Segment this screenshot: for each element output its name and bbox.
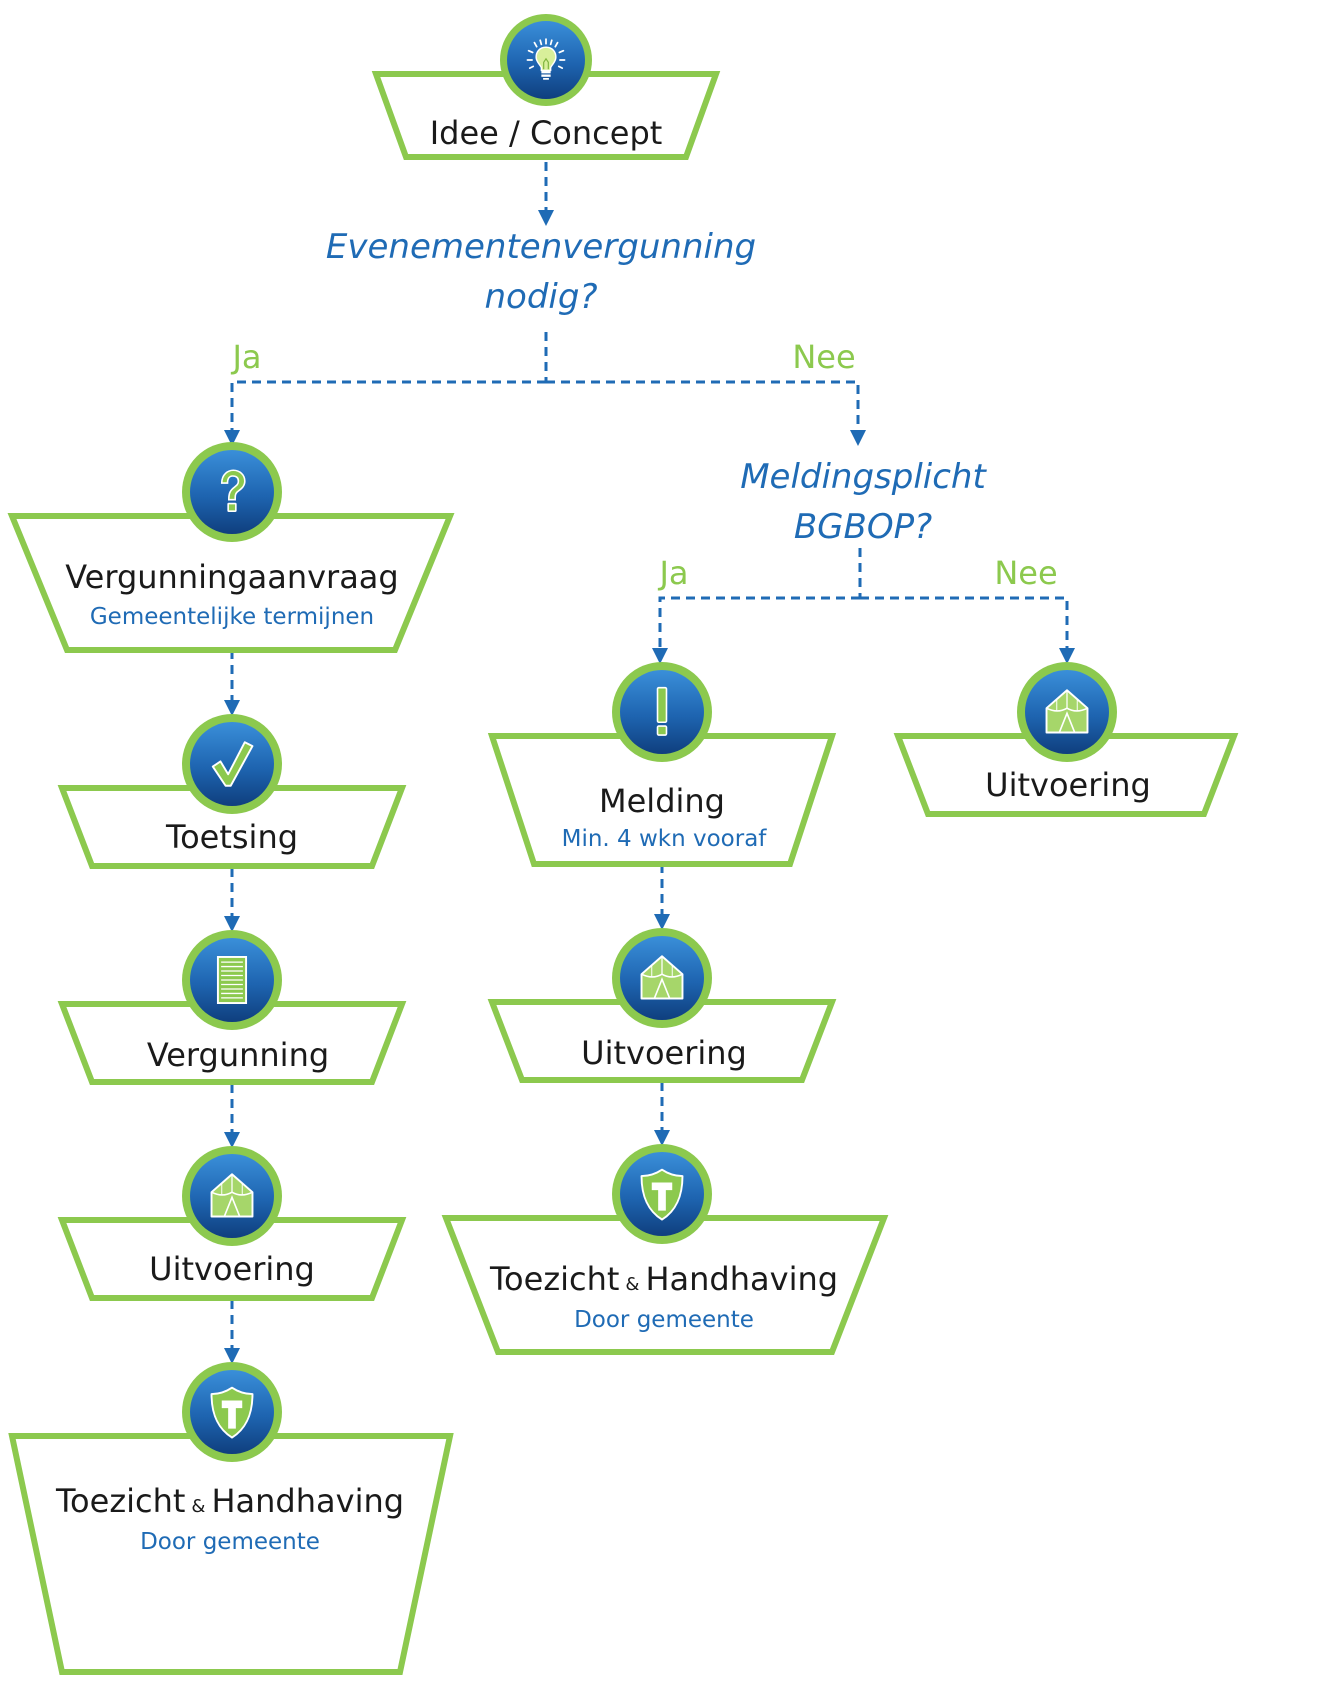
node-title-part: Toezicht (55, 1482, 185, 1520)
node-title: Toetsing (165, 818, 298, 856)
branch-label-no: Nee (792, 338, 855, 376)
document-icon (216, 956, 248, 1004)
node-title: Idee / Concept (430, 114, 663, 152)
branch-label-no: Nee (994, 554, 1057, 592)
node-subtitle: Gemeentelijke termijnen (90, 604, 374, 630)
node-toetsing: Toetsing (57, 714, 407, 869)
node-frame (487, 733, 837, 867)
node-subtitle: Door gemeente (140, 1529, 320, 1555)
node-toezicht-handhaving-left: Toezicht&Handhaving Door gemeente (8, 1362, 454, 1675)
node-title-amp: & (191, 1496, 205, 1517)
node-title: Uitvoering (581, 1034, 747, 1072)
node-title: Toezicht&Handhaving (489, 1260, 838, 1298)
node-frame (57, 1217, 407, 1301)
node-title: Melding (599, 782, 725, 820)
node-frame (57, 785, 407, 869)
node-frame (893, 733, 1239, 817)
node-frame (8, 1433, 454, 1675)
arrowhead (850, 430, 866, 446)
question-line: BGBOP? (794, 507, 932, 547)
node-title-part: Handhaving (645, 1260, 838, 1298)
branch-label-yes: Ja (657, 554, 688, 592)
arrowhead (538, 210, 554, 226)
question-line: Evenementenvergunning (326, 227, 756, 267)
branch-label-yes: Ja (230, 338, 261, 376)
arrowhead (652, 648, 668, 664)
node-uitvoering-middle: Uitvoering (487, 928, 837, 1083)
node-title: Vergunningaanvraag (65, 558, 398, 596)
node-melding: Melding Min. 4 wkn vooraf (487, 662, 837, 867)
connector-q1-split (230, 332, 860, 432)
question-line: nodig? (484, 277, 597, 317)
node-subtitle: Min. 4 wkn vooraf (562, 826, 768, 852)
node-toezicht-handhaving-middle: Toezicht&Handhaving Door gemeente (441, 1144, 889, 1355)
node-title-part: Handhaving (211, 1482, 404, 1520)
node-frame (7, 513, 455, 653)
connectors (224, 162, 1075, 1364)
node-idee-concept: Idee / Concept (371, 14, 721, 160)
node-vergunningaanvraag: Vergunningaanvraag Gemeentelijke termijn… (7, 442, 455, 653)
node-frame (57, 1001, 407, 1085)
node-frame (487, 999, 837, 1083)
node-uitvoering-right: Uitvoering (893, 662, 1239, 817)
node-title: Uitvoering (149, 1250, 315, 1288)
node-uitvoering-left: Uitvoering (57, 1146, 407, 1301)
node-title: Uitvoering (985, 766, 1151, 804)
node-vergunning: Vergunning (57, 930, 407, 1085)
node-subtitle: Door gemeente (574, 1307, 754, 1333)
node-title-part: Toezicht (489, 1260, 619, 1298)
node-title: Toezicht&Handhaving (55, 1482, 404, 1520)
question-evenementenvergunning: Evenementenvergunning nodig? (326, 227, 756, 317)
arrowhead (224, 430, 240, 446)
exclamation-icon (656, 686, 668, 736)
node-frame (371, 71, 721, 160)
node-frame (441, 1215, 889, 1355)
node-title-amp: & (625, 1274, 639, 1295)
node-title: Vergunning (147, 1036, 329, 1074)
arrowhead (1059, 648, 1075, 664)
question-line: Meldingsplicht (740, 457, 987, 497)
question-meldingsplicht: Meldingsplicht BGBOP? (740, 457, 987, 547)
connector-q2-split (658, 548, 1069, 650)
